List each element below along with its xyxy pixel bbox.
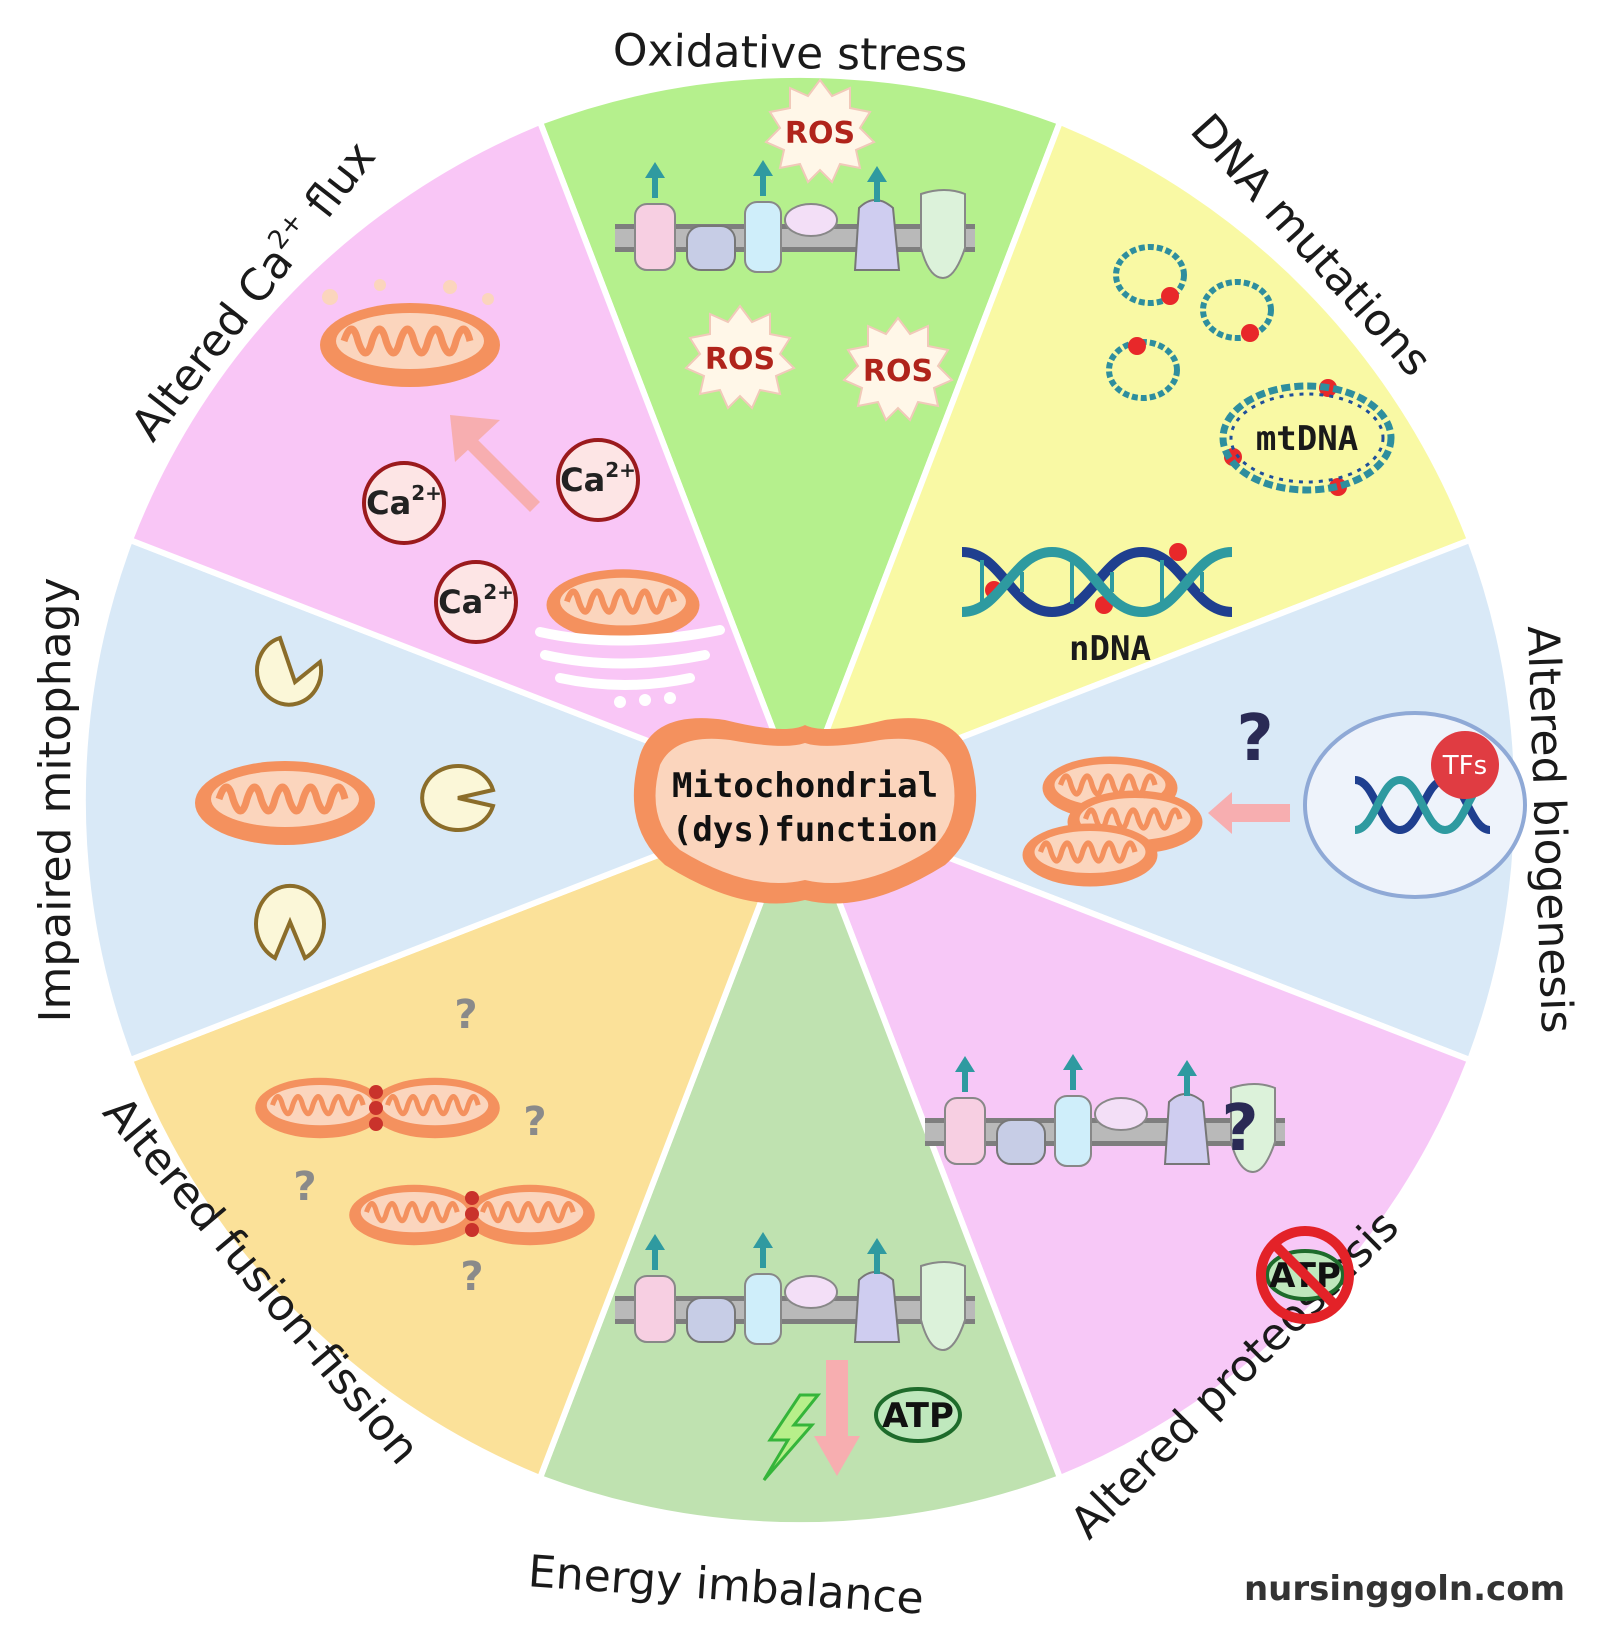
question-mark-fusion-2: ?: [523, 1099, 546, 1145]
segment-energy-imbalance: [536, 791, 1064, 1529]
ndna-double-helix: [961, 546, 1233, 618]
no-atp-icon: ATP: [1256, 1226, 1354, 1324]
ros-burst-top: ROS: [764, 78, 876, 184]
question-mark-fusion-3: ?: [293, 1164, 316, 1210]
mtdna-label: mtDNA: [1256, 419, 1358, 459]
svg-text:Ca2+: Ca2+: [560, 458, 636, 499]
center-title-line2: (dys)function: [672, 810, 938, 850]
mitochondrion-er-contact: [535, 569, 725, 708]
ros-burst-right: ROS: [842, 316, 954, 422]
pink-arrow-left-icon: [1208, 792, 1290, 834]
svg-text:Ca2+: Ca2+: [366, 481, 442, 522]
title-oxidative-stress: Oxidative stress: [612, 25, 967, 82]
question-mark-fusion-4: ?: [460, 1254, 483, 1300]
question-mark-proteostasis: ?: [1221, 1092, 1258, 1166]
ca-ion-2: Ca2+: [556, 438, 640, 522]
ca-ion-3: Ca2+: [434, 560, 518, 644]
fusing-mitochondria-upper: [255, 1078, 500, 1138]
tfs-label: TFs: [1442, 751, 1487, 781]
ruptured-mitochondrion: [320, 279, 500, 387]
phagophore-icons: [254, 635, 496, 961]
ros-label: ROS: [785, 116, 855, 151]
svg-text:Ca2+: Ca2+: [438, 580, 514, 621]
fusing-mitochondria-lower: [349, 1185, 595, 1245]
central-mitochondrion: Mitochondrial (dys)function: [633, 718, 977, 904]
title-impaired-mitophagy: Impaired mitophagy: [30, 577, 81, 1022]
watermark-text: nursinggoln.com: [1244, 1569, 1565, 1609]
title-energy-imbalance: Energy imbalance: [527, 1546, 926, 1625]
lightning-bolt-icon: [762, 1393, 822, 1481]
ca-ion-1: Ca2+: [362, 461, 446, 545]
ros-label: ROS: [863, 354, 933, 389]
down-arrow-icon: [814, 1360, 860, 1476]
mitochondrion-mitophagy: [195, 761, 375, 845]
ros-burst-left: ROS: [684, 304, 796, 410]
ndna-label: nDNA: [1069, 629, 1151, 669]
question-mark-biogenesis: ?: [1236, 702, 1273, 776]
question-mark-fusion-1: ?: [454, 992, 477, 1038]
mtdna-ring: mtDNA: [1219, 382, 1395, 494]
nucleus-with-tfs: TFs: [1303, 711, 1527, 899]
atp-label: ATP: [882, 1396, 954, 1436]
segment-altered-fusion-fission: [126, 794, 806, 1482]
wheel-rim: [57, 57, 1543, 1543]
center-title-line1: Mitochondrial: [672, 766, 938, 806]
pink-arrow-up-icon: [450, 415, 540, 512]
segment-dna-mutations: [794, 118, 1474, 806]
ros-label: ROS: [705, 342, 775, 377]
atp-energy-icon: ATP: [874, 1387, 962, 1443]
title-altered-biogenesis: Altered biogenesis: [1517, 625, 1582, 1034]
